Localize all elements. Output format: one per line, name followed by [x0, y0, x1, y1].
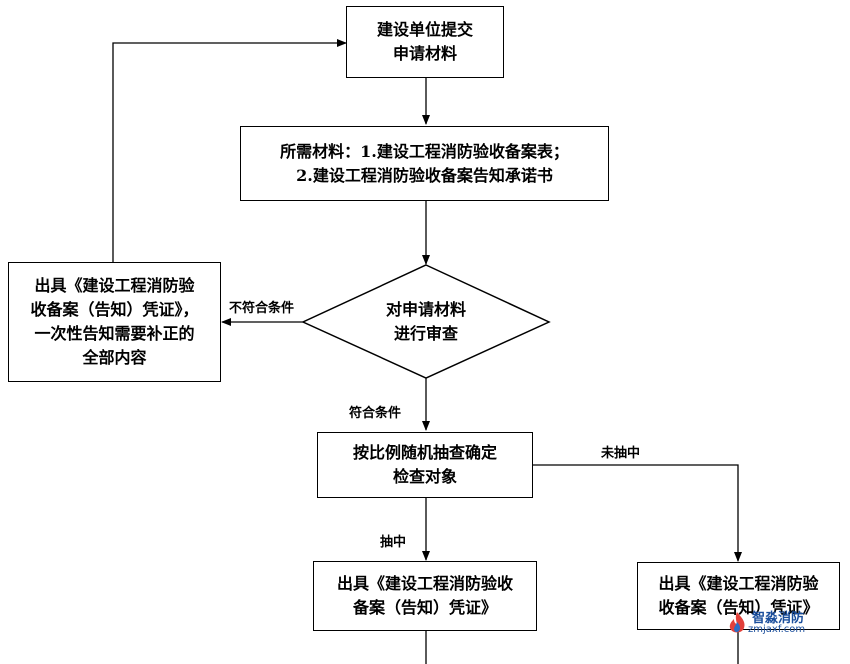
review-text: 对申请材料 进行审查: [356, 298, 496, 346]
review-diamond: [301, 264, 551, 379]
watermark-brand: 智淼消防: [752, 611, 805, 626]
reject-line-3: 一次性告知需要补正的: [34, 324, 195, 343]
watermark-flame-icon: [729, 612, 745, 633]
issue-selected-box: 出具《建设工程消防验收 备案（告知）凭证》: [313, 561, 537, 631]
materials-line-1: 所需材料：1.建设工程消防验收备案表；: [280, 141, 569, 161]
reject-line-2: 收备案（告知）凭证》，: [30, 300, 199, 319]
label-qualified: 符合条件: [349, 406, 402, 421]
sampling-line-2: 检查对象: [392, 467, 457, 486]
arrow-sampling-to-unselected: [533, 464, 742, 562]
watermark-url: zmjaxf.com: [748, 624, 806, 635]
label-not-qualified: 不符合条件: [229, 301, 295, 316]
label-not-selected: 未抽中: [601, 446, 641, 461]
arrow-reject-to-submit: [112, 39, 347, 262]
submit-box: 建设单位提交 申请材料: [346, 6, 504, 78]
submit-line-2: 申请材料: [392, 44, 457, 63]
sampling-box: 按比例随机抽查确定 检查对象: [317, 432, 533, 498]
watermark: 智淼消防 zmjaxf.com: [724, 604, 844, 644]
materials-line-2: 2.建设工程消防验收备案告知承诺书: [296, 165, 553, 185]
reject-line-1: 出具《建设工程消防验: [34, 276, 195, 295]
materials-box: 所需材料：1.建设工程消防验收备案表； 2.建设工程消防验收备案告知承诺书: [240, 126, 609, 201]
issue-unselected-line-1: 出具《建设工程消防验: [658, 574, 819, 593]
issue-unselected-line-2: 收备案（告知）凭证》: [658, 598, 819, 617]
review-line-2: 进行审查: [393, 324, 458, 343]
review-line-1: 对申请材料: [385, 300, 466, 319]
issue-selected-line-2: 备案（告知）凭证》: [352, 598, 497, 617]
submit-line-1: 建设单位提交: [376, 20, 473, 39]
issue-selected-line-1: 出具《建设工程消防验收: [336, 574, 513, 593]
sampling-line-1: 按比例随机抽查确定: [352, 443, 497, 462]
reject-box: 出具《建设工程消防验 收备案（告知）凭证》， 一次性告知需要补正的 全部内容: [8, 262, 221, 382]
reject-line-4: 全部内容: [82, 348, 147, 367]
label-selected: 抽中: [380, 535, 407, 550]
